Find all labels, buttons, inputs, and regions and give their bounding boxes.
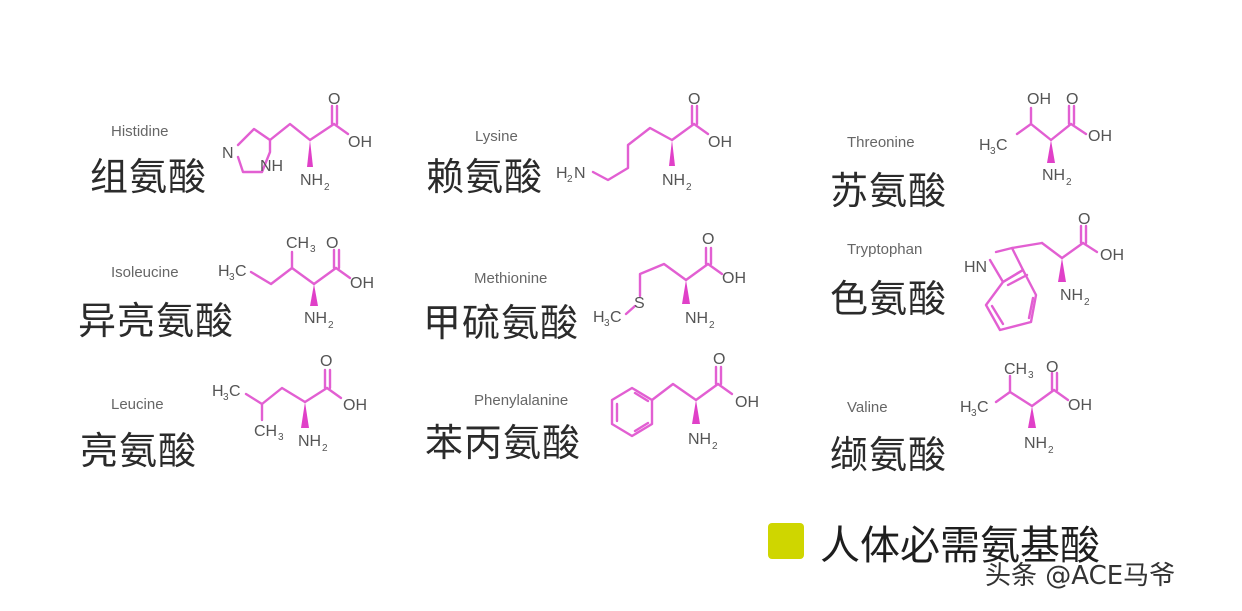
svg-text:2: 2 <box>567 174 573 185</box>
legend-swatch <box>768 523 804 559</box>
svg-text:3: 3 <box>223 392 229 403</box>
svg-text:CH: CH <box>254 423 277 440</box>
svg-text:2: 2 <box>709 320 715 331</box>
svg-text:OH: OH <box>350 275 374 292</box>
svg-text:OH: OH <box>1100 247 1124 264</box>
svg-text:NH: NH <box>300 172 323 189</box>
svg-text:OH: OH <box>735 394 759 411</box>
english-name: Isoleucine <box>111 264 179 281</box>
svg-text:H: H <box>556 165 568 182</box>
svg-text:2: 2 <box>322 443 328 454</box>
chinese-name: 缬氨酸 <box>830 433 948 477</box>
legend-label: 人体必需氨基酸 <box>820 523 1100 569</box>
chinese-name: 组氨酸 <box>90 155 208 199</box>
svg-text:NH: NH <box>1024 435 1047 452</box>
english-name: Leucine <box>111 396 164 413</box>
svg-text:2: 2 <box>1066 177 1072 188</box>
svg-text:OH: OH <box>722 270 746 287</box>
chinese-name: 苏氨酸 <box>830 169 948 213</box>
english-name: Lysine <box>475 128 518 145</box>
svg-text:O: O <box>328 91 340 108</box>
svg-text:N: N <box>574 165 586 182</box>
svg-text:2: 2 <box>1084 297 1090 308</box>
svg-text:C: C <box>229 383 241 400</box>
english-name: Tryptophan <box>847 241 923 258</box>
chinese-name: 甲硫氨酸 <box>423 301 580 345</box>
english-name: Valine <box>847 399 888 416</box>
svg-text:OH: OH <box>708 134 732 151</box>
svg-text:2: 2 <box>328 320 334 331</box>
svg-text:O: O <box>1046 359 1058 376</box>
svg-text:O: O <box>320 353 332 370</box>
svg-text:NH: NH <box>662 172 685 189</box>
svg-text:CH: CH <box>1004 361 1027 378</box>
svg-text:H: H <box>979 137 991 154</box>
svg-text:O: O <box>702 231 714 248</box>
svg-text:OH: OH <box>348 134 372 151</box>
svg-text:3: 3 <box>229 272 235 283</box>
svg-text:NH: NH <box>260 158 283 175</box>
svg-text:3: 3 <box>278 432 284 443</box>
svg-text:2: 2 <box>324 182 330 193</box>
svg-text:H: H <box>212 383 224 400</box>
svg-text:O: O <box>688 91 700 108</box>
english-name: Threonine <box>847 134 915 151</box>
svg-text:O: O <box>713 351 725 368</box>
svg-text:CH: CH <box>286 235 309 252</box>
svg-text:3: 3 <box>990 146 996 157</box>
svg-text:NH: NH <box>298 433 321 450</box>
svg-text:NH: NH <box>304 310 327 327</box>
svg-text:OH: OH <box>343 397 367 414</box>
svg-text:3: 3 <box>971 408 977 419</box>
svg-text:OH: OH <box>1088 128 1112 145</box>
svg-text:H: H <box>218 263 230 280</box>
svg-text:3: 3 <box>604 318 610 329</box>
chinese-name: 赖氨酸 <box>426 155 544 199</box>
svg-text:O: O <box>1078 211 1090 228</box>
svg-text:S: S <box>634 295 645 312</box>
svg-text:O: O <box>1066 91 1078 108</box>
svg-text:NH: NH <box>685 310 708 327</box>
svg-text:N: N <box>222 145 234 162</box>
svg-text:NH: NH <box>1042 167 1065 184</box>
svg-text:C: C <box>610 309 622 326</box>
svg-text:H: H <box>960 399 972 416</box>
svg-text:HN: HN <box>964 259 987 276</box>
english-name: Methionine <box>474 270 548 287</box>
svg-text:2: 2 <box>712 441 718 452</box>
watermark: 头条 @ACE马爷 <box>985 561 1176 591</box>
chinese-name: 色氨酸 <box>830 277 948 321</box>
svg-text:2: 2 <box>1048 445 1054 456</box>
chinese-name: 异亮氨酸 <box>78 299 235 343</box>
svg-text:NH: NH <box>688 431 711 448</box>
chinese-name: 苯丙氨酸 <box>425 421 582 465</box>
svg-text:C: C <box>977 399 989 416</box>
svg-text:3: 3 <box>1028 370 1034 381</box>
english-name: Histidine <box>111 123 169 140</box>
svg-text:C: C <box>235 263 247 280</box>
svg-text:OH: OH <box>1068 397 1092 414</box>
svg-text:OH: OH <box>1027 91 1051 108</box>
svg-text:2: 2 <box>686 182 692 193</box>
svg-text:3: 3 <box>310 244 316 255</box>
svg-text:C: C <box>996 137 1008 154</box>
svg-text:O: O <box>326 235 338 252</box>
english-name: Phenylalanine <box>474 392 569 409</box>
chinese-name: 亮氨酸 <box>80 429 198 473</box>
svg-text:H: H <box>593 309 605 326</box>
svg-text:NH: NH <box>1060 287 1083 304</box>
